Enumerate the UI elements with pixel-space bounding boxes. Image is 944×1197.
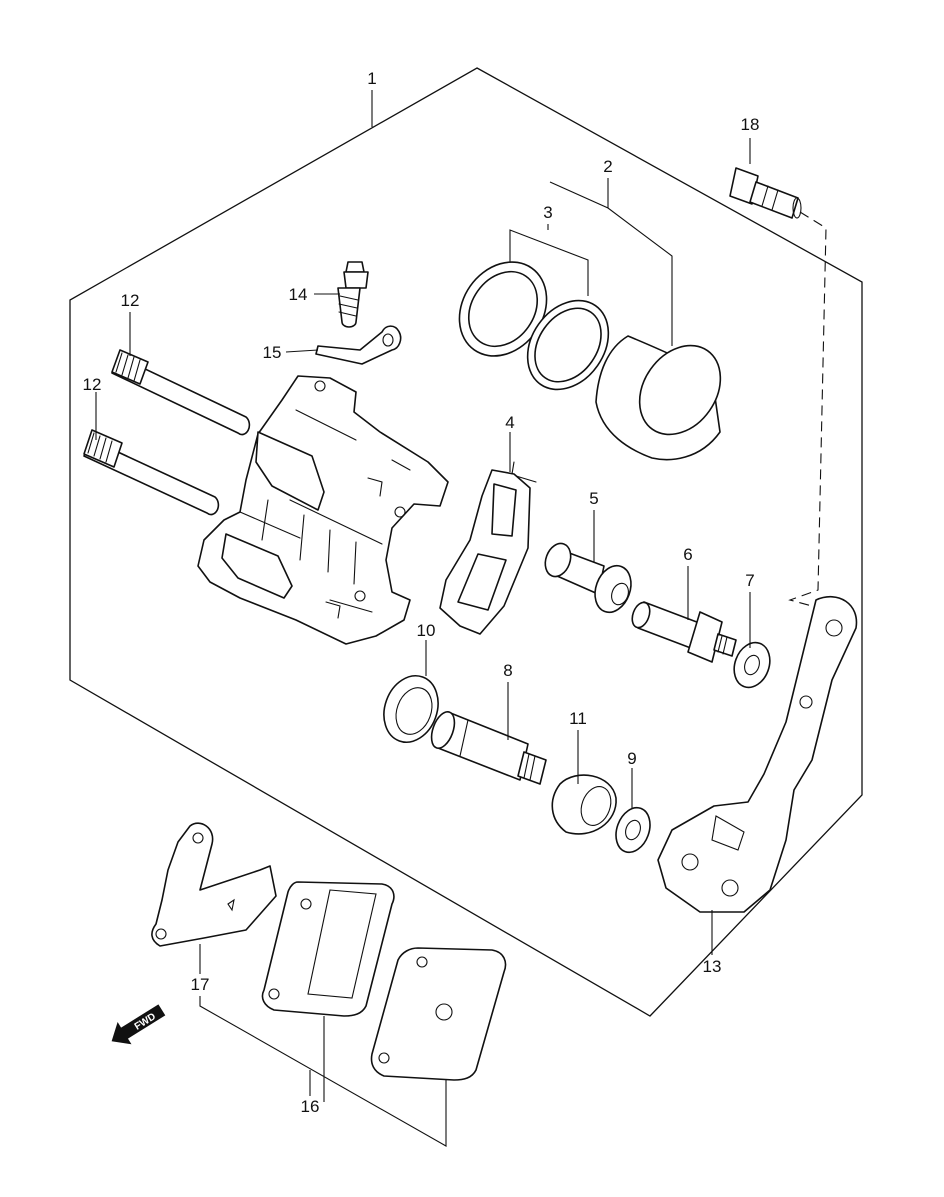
boot-upper: [383, 675, 439, 743]
bleeder-screw: [337, 261, 369, 328]
callout-17: 17: [191, 975, 210, 994]
brake-pad-rear: [261, 881, 395, 1017]
washer-upper: [733, 641, 771, 689]
boot-lower: [551, 774, 617, 835]
callout-1: 1: [367, 69, 376, 88]
bracket-bolt: [729, 167, 802, 219]
callout-13: 13: [703, 957, 722, 976]
callout-7: 7: [745, 571, 754, 590]
washer-lower: [615, 806, 651, 854]
callout-11: 11: [569, 709, 587, 728]
caliper-body: [197, 375, 449, 645]
pad-shim: [151, 822, 277, 947]
piston: [595, 335, 722, 461]
callout-6: 6: [683, 545, 692, 564]
guide-pin-lower: [83, 429, 220, 516]
callout-5: 5: [589, 489, 598, 508]
brake-pad-front: [370, 947, 507, 1081]
assembly-frame: [69, 67, 863, 1017]
callout-14: 14: [289, 285, 308, 304]
callout-12-lower: 12: [83, 375, 102, 394]
callout-16: 16: [301, 1097, 320, 1116]
caliper-bracket: [657, 595, 858, 913]
leader-lines: [95, 90, 827, 1147]
callout-18: 18: [741, 115, 760, 134]
bleeder-cap: [315, 325, 402, 365]
slide-pin: [430, 711, 547, 785]
callout-10: 10: [417, 621, 436, 640]
callout-12-upper: 12: [121, 291, 140, 310]
piston-seal-outer: [458, 261, 548, 357]
sleeve: [544, 542, 632, 614]
callout-2: 2: [603, 157, 612, 176]
callout-9: 9: [627, 749, 636, 768]
pad-spring: [439, 461, 537, 635]
callout-4: 4: [505, 413, 514, 432]
callout-15: 15: [263, 343, 282, 362]
piston-seal-inner: [526, 299, 610, 391]
callout-3: 3: [543, 203, 552, 222]
fwd-arrow-icon: FWD: [111, 1004, 166, 1045]
caliper-bolt: [631, 601, 737, 663]
guide-pin-upper: [111, 349, 251, 436]
callout-labels: 1 2 3 4 5 6 7 8 9 10 11 12 12 13 14 15 1…: [83, 69, 760, 1116]
callout-8: 8: [503, 661, 512, 680]
